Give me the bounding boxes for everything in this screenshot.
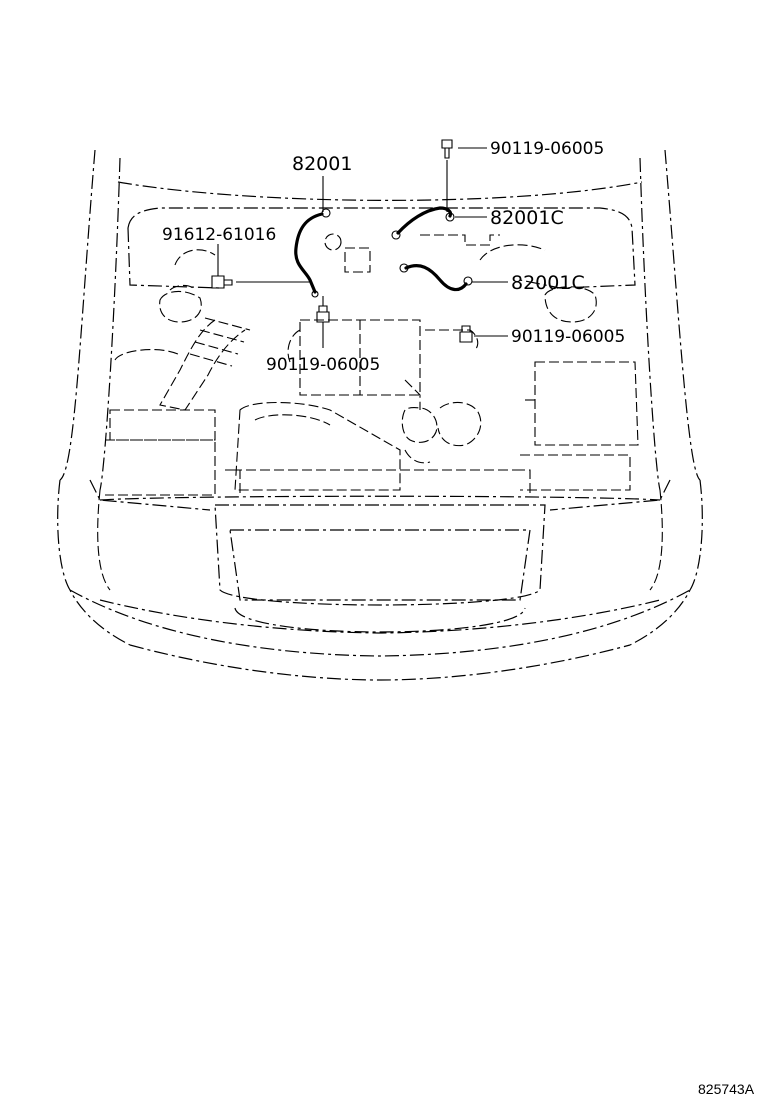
- engine-components: [105, 233, 639, 496]
- label-90119-06005-center: 90119-06005: [266, 355, 380, 375]
- label-82001c-lower: 82001C: [511, 272, 585, 294]
- label-82001: 82001: [292, 153, 352, 175]
- vehicle-outline: [57, 149, 703, 681]
- bolt-icon-center: [316, 305, 330, 323]
- bolt-icon-top: [441, 139, 453, 159]
- ground-strap-c-upper: [391, 206, 455, 240]
- bolt-icon-left: [211, 275, 233, 289]
- label-90119-06005-top: 90119-06005: [490, 139, 604, 159]
- ground-strap-c-lower: [399, 263, 473, 292]
- bolt-icon-right: [459, 325, 473, 343]
- label-82001c-upper: 82001C: [490, 207, 564, 229]
- part-labels: 82001 90119-06005 82001C 82001C 90119-06…: [162, 139, 625, 375]
- label-91612-61016: 91612-61016: [162, 225, 276, 245]
- label-90119-06005-right: 90119-06005: [511, 327, 625, 347]
- leader-lines: [217, 147, 508, 348]
- figure-code: 825743A: [698, 1081, 755, 1097]
- ground-strap-main: [294, 208, 331, 298]
